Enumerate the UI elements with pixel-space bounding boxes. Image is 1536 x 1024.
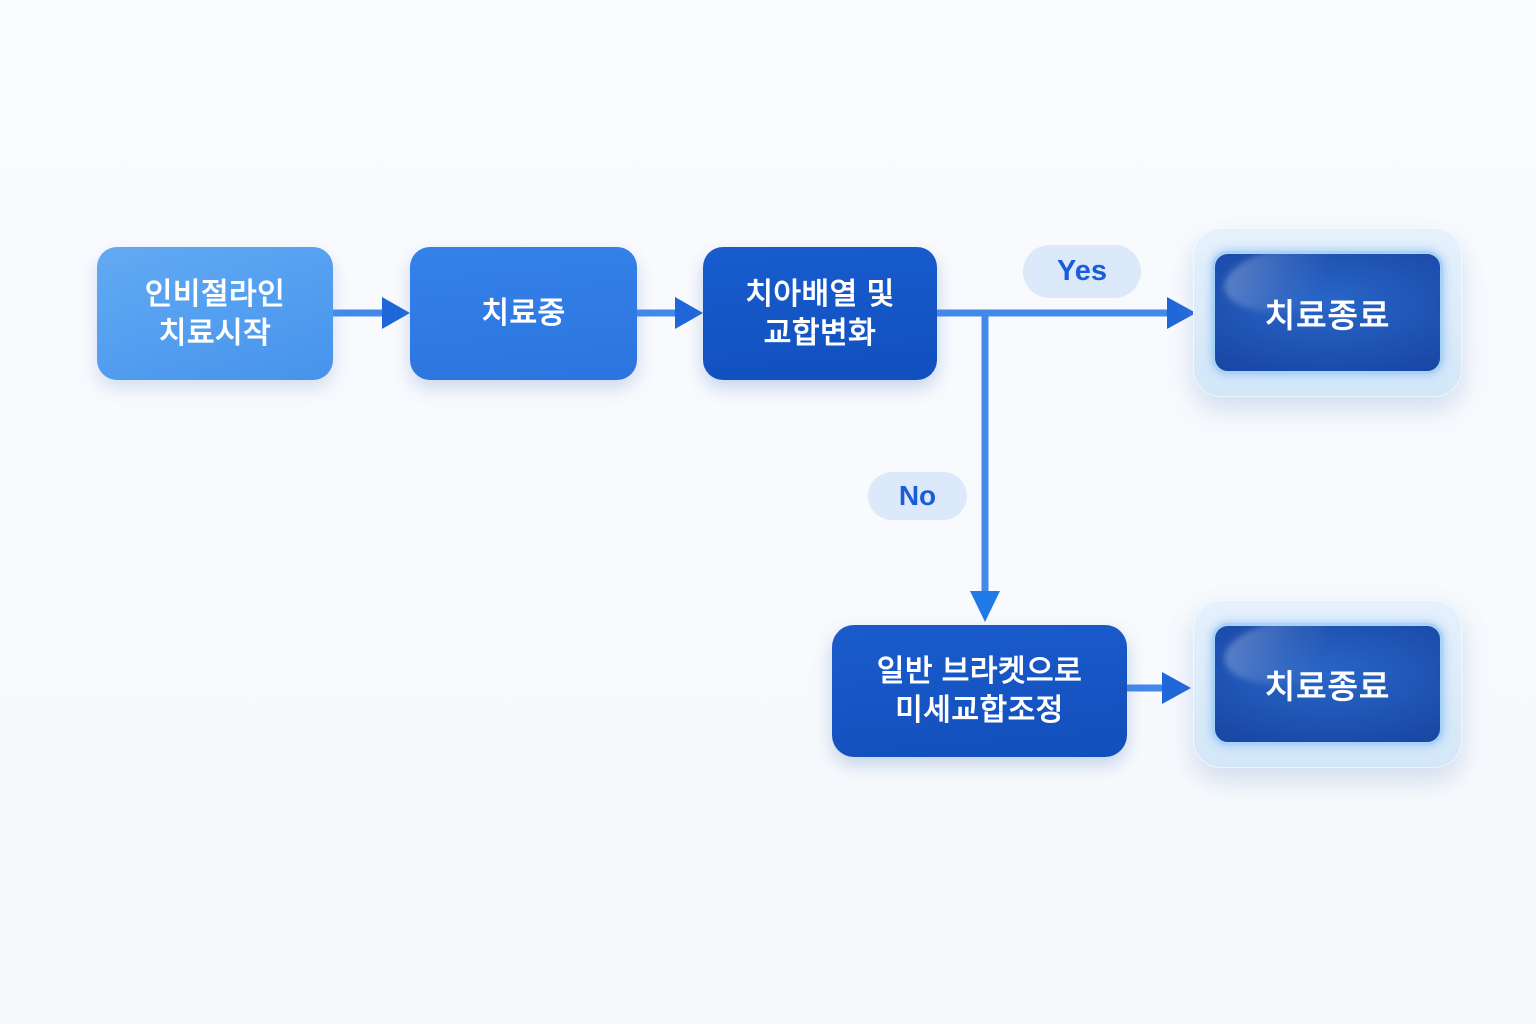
branch-label-no: No	[868, 472, 967, 520]
arrow-bracket-to-end-bottom	[1127, 672, 1191, 704]
node-treatment-end-bottom-panel: 치료종료	[1212, 623, 1443, 745]
node-bracket-line1: 일반 브라켓으로	[876, 655, 1083, 688]
node-in-treatment: 치료중	[410, 247, 637, 380]
node-bracket-line2: 미세교합조정	[895, 694, 1064, 727]
arrow-start-to-treating	[333, 297, 410, 329]
node-invisalign-start-line2: 치료시작	[158, 316, 272, 350]
node-bracket-fine-adjustment: 일반 브라켓으로 미세교합조정	[832, 625, 1127, 757]
node-treatment-end-top: 치료종료	[1193, 228, 1462, 397]
node-invisalign-start: 인비절라인 치료시작	[97, 247, 333, 380]
node-treatment-end-top-panel: 치료종료	[1212, 251, 1443, 374]
branch-label-no-text: No	[898, 480, 937, 511]
node-invisalign-start-line1: 인비절라인	[144, 277, 286, 311]
node-treatment-end-bottom: 치료종료	[1193, 600, 1462, 768]
node-alignment-occlusion-change: 치아배열 및 교합변화	[703, 247, 937, 380]
branch-label-yes: Yes	[1023, 245, 1141, 298]
node-alignment-occlusion-line1: 치아배열 및	[745, 277, 895, 311]
arrow-treating-to-decision	[637, 297, 703, 329]
node-alignment-occlusion-line2: 교합변화	[763, 316, 877, 350]
arrow-decision-to-bracket	[970, 310, 1000, 622]
arrow-decision-to-end-top	[937, 297, 1196, 329]
node-treatment-end-bottom-label: 치료종료	[1264, 668, 1391, 705]
branch-label-yes-text: Yes	[1057, 255, 1107, 287]
node-in-treatment-label: 치료중	[481, 297, 566, 330]
node-treatment-end-top-label: 치료종료	[1264, 296, 1391, 334]
